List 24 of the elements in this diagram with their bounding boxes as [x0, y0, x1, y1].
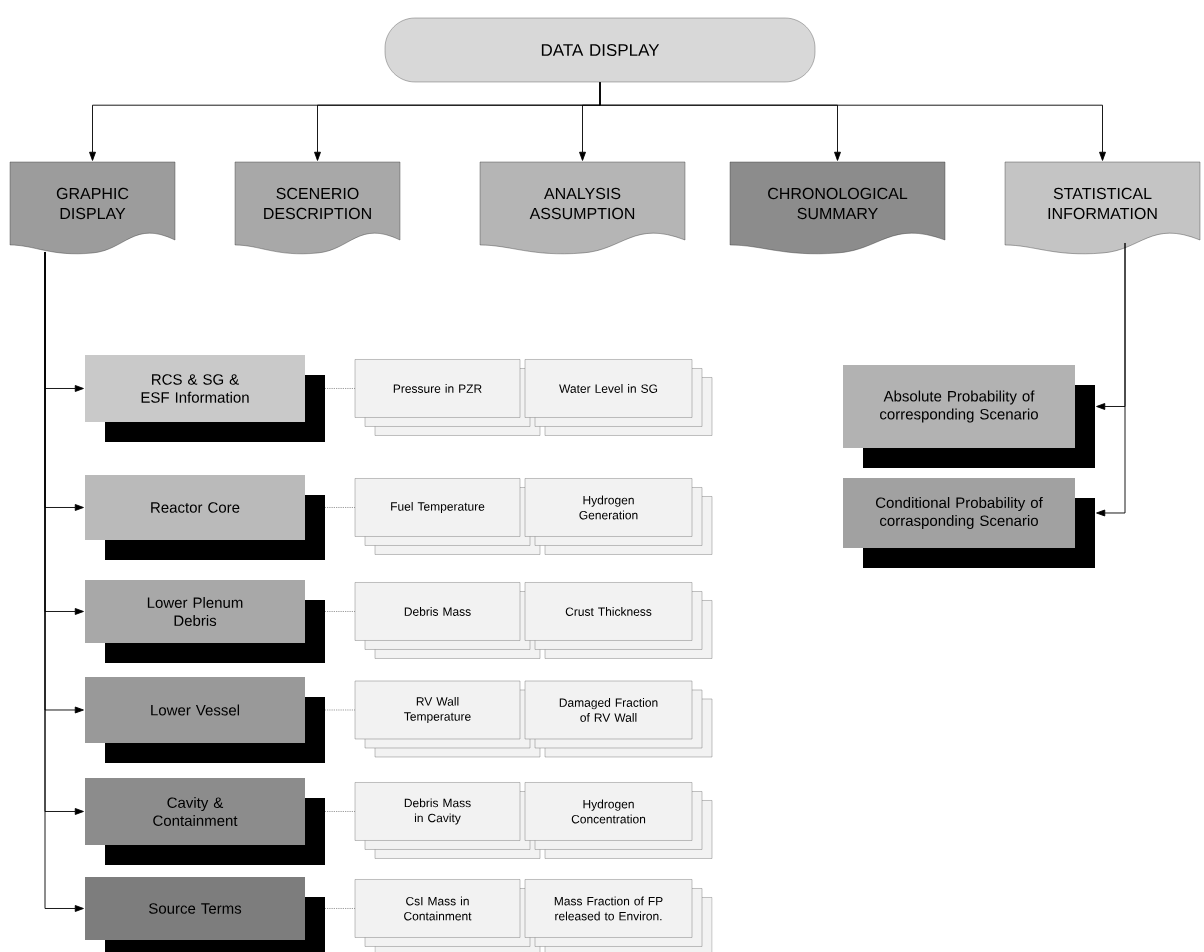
shadowed-box: Lower Vessel [85, 677, 325, 763]
shadowed-box: Lower Plenum Debris [85, 580, 325, 663]
shadowed-box: RCS & SG & ESF Information [85, 355, 325, 442]
stacked-box: Pressure in PZR [354, 359, 541, 436]
stacked-box: Mass Fraction of FP released to Environ. [524, 879, 713, 952]
stacked-box: Crust Thickness [524, 582, 713, 659]
shadowed-box: Absolute Probability of corresponding Scenario [843, 365, 1095, 468]
shadowed-box: Source Terms [85, 877, 325, 952]
rounded-box: DATA DISPLAY [384, 17, 816, 83]
shadowed-box: Cavity & Containment [85, 778, 325, 865]
shadowed-box: Reactor Core [85, 475, 325, 560]
shadowed-box: Conditional Probability of corrasponding Scenario [843, 478, 1095, 568]
stacked-box: Debris Mass [354, 582, 541, 659]
arrow [1096, 242, 1126, 517]
stacked-box: RV Wall Temperature [354, 680, 541, 758]
stacked-box: Fuel Temperature [354, 478, 541, 555]
node-label: CsI Mass in Containment [404, 896, 472, 921]
stacked-box: Hydrogen Concentration [524, 782, 713, 859]
stacked-box: Water Level in SG [524, 359, 713, 436]
stacked-box: Debris Mass in Cavity [354, 782, 541, 859]
arrow [599, 81, 1106, 161]
stacked-box: CsI Mass in Containment [354, 879, 541, 952]
stacked-box: Hydrogen Generation [524, 478, 713, 555]
stacked-box: Damaged Fraction of RV Wall [524, 680, 713, 758]
